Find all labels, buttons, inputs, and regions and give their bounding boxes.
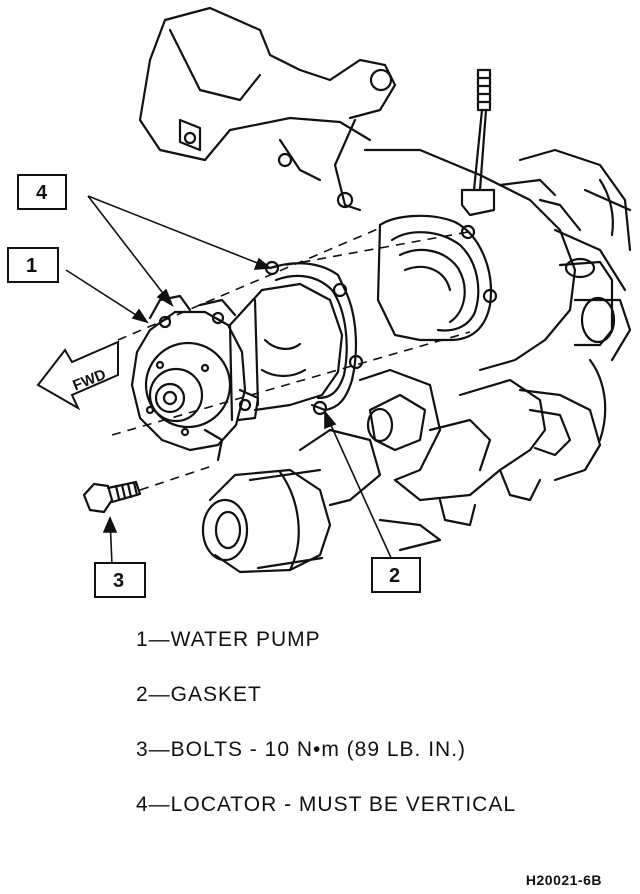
bolt [82,480,142,514]
callout-4-label: 4 [36,182,48,204]
pump-mounting-bore [376,214,498,342]
callout-1-label: 1 [26,255,37,277]
figure-id: H20021-6B [525,872,602,888]
gasket [264,260,364,416]
callout-box-2: 2 [371,557,421,593]
water-pump-diagram: FWD 4 1 3 2 [7,6,632,598]
callout-leaders [65,195,393,566]
water-outlet [201,428,382,574]
engine-front-cover [363,148,632,372]
legend-item-gasket: 2—GASKET [136,683,262,706]
legend-item-water-pump: 1—WATER PUMP [136,628,321,651]
forward-arrow-icon [36,340,119,411]
parts-legend: 1—WATER PUMP 2—GASKET 3—BOLTS - 10 N•m (… [136,622,616,842]
callout-box-3: 3 [94,562,146,598]
water-pump [130,282,344,462]
engine-block-lower [358,358,607,552]
callout-box-4: 4 [17,174,67,210]
alignment-lines [111,227,471,491]
callout-2-label: 2 [389,565,400,587]
engine-bracket [138,6,397,212]
legend-item-locator: 4—LOCATOR - MUST BE VERTICAL [136,793,517,816]
legend-item-bolts: 3—BOLTS - 10 N•m (89 LB. IN.) [136,738,467,761]
callout-3-label: 3 [113,570,124,592]
adjusting-stud [460,68,496,217]
callout-box-1: 1 [7,247,59,283]
